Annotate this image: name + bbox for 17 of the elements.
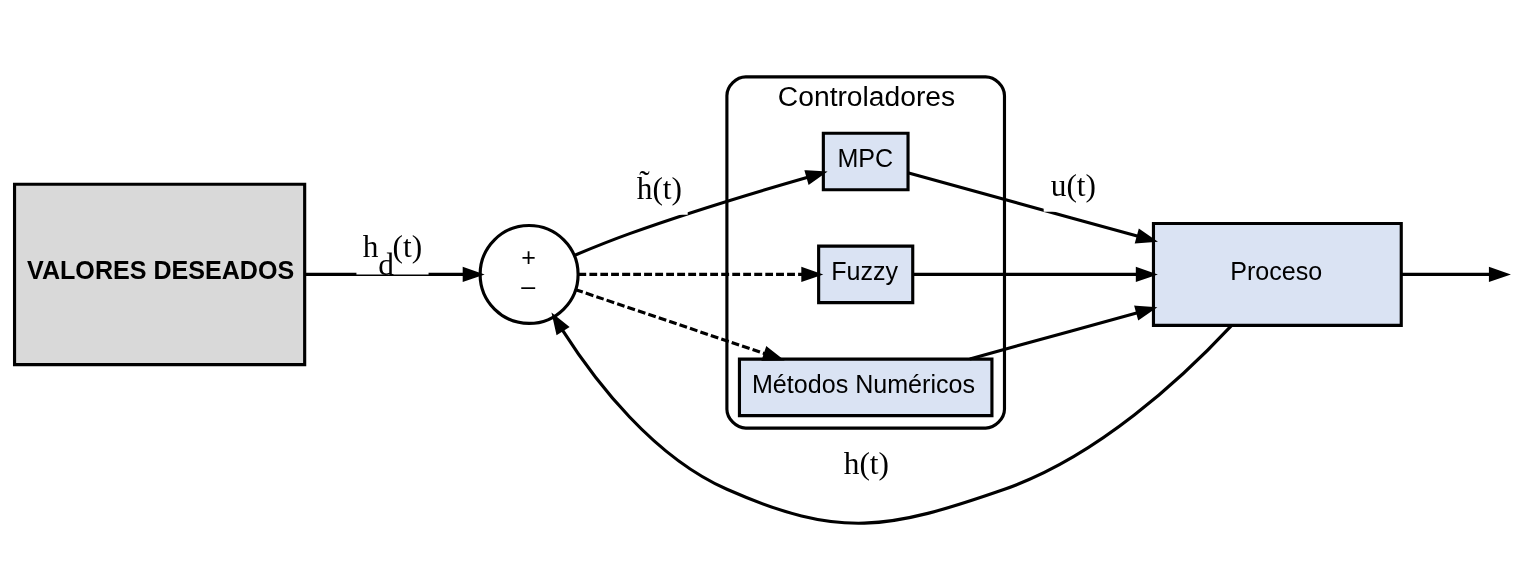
arrow [551,311,1233,525]
node-box: Métodos Numéricos [737,357,994,417]
arrow [912,266,1158,282]
arrow [578,266,824,282]
arrow [1401,266,1511,282]
node-circle: + – [478,223,580,325]
edge-label: h̃(t) [636,170,682,206]
edge-label: u(t) [1050,167,1097,203]
node-box: Fuzzy [817,244,915,304]
node-box: Proceso [1151,221,1403,327]
arrow [908,170,1158,243]
node-box: VALORES DESEADOS [13,182,307,366]
arrow [304,266,485,282]
edge-label: h(t) [843,445,890,481]
arrow [969,305,1158,360]
arrow [575,287,785,361]
node-box: MPC [821,131,910,191]
